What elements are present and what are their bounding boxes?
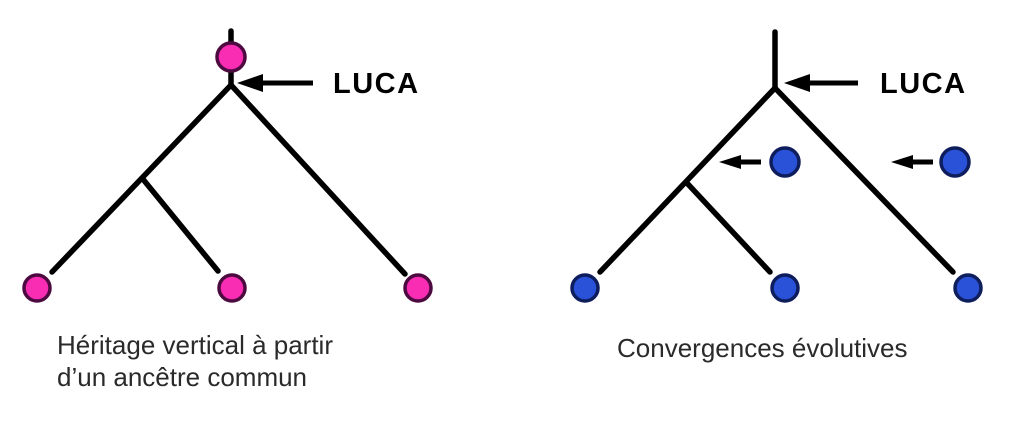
right-tree-caption: Convergences évolutives — [617, 333, 908, 363]
right-branch-line — [228, 82, 408, 277]
luca-label: LUCA — [880, 68, 967, 100]
vertical-inheritance-tree: LUCA Héritage vertical à partir d’un anc… — [22, 28, 433, 392]
tip-node — [770, 273, 800, 303]
tip-node — [22, 273, 52, 303]
convergent-evolution-tree: LUCA Convergences évolutives — [570, 29, 983, 363]
ancestor-node — [215, 41, 247, 73]
left-tree-caption-line2: d’un ancêtre commun — [57, 362, 307, 392]
luca-arrowhead-icon — [784, 74, 810, 92]
transfer-arrowhead-icon — [891, 155, 913, 169]
tip-node — [403, 273, 433, 303]
transferred-node — [769, 146, 801, 178]
sub-branch-line — [683, 179, 773, 275]
luca-label: LUCA — [333, 68, 420, 100]
tip-node — [953, 273, 983, 303]
luca-arrowhead-icon — [237, 74, 263, 92]
transfer-arrowhead-icon — [719, 155, 741, 169]
tip-node — [570, 273, 600, 303]
sub-branch-line — [139, 175, 221, 274]
tip-node — [217, 273, 247, 303]
left-tree-caption-line1: Héritage vertical à partir — [57, 330, 333, 360]
right-branch-line — [772, 85, 956, 275]
transferred-node — [939, 146, 971, 178]
